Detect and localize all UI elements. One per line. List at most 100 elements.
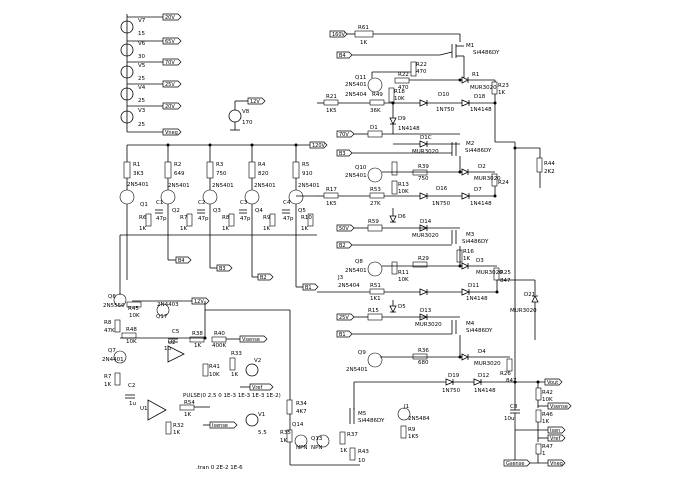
svg-text:R8: R8 — [104, 320, 112, 326]
svg-text:B3: B3 — [219, 266, 226, 272]
svg-text:Q6: Q6 — [108, 294, 116, 300]
svg-text:D3: D3 — [476, 258, 484, 264]
svg-text:R7: R7 — [180, 215, 188, 221]
svg-text:C1: C1 — [156, 200, 163, 206]
svg-text:V8: V8 — [242, 109, 250, 115]
svg-text:Q17: Q17 — [156, 314, 168, 320]
svg-text:1u: 1u — [129, 401, 136, 407]
svg-text:R59: R59 — [368, 219, 379, 225]
svg-text:Q10: Q10 — [355, 165, 367, 171]
svg-text:47p: 47p — [156, 216, 167, 222]
source-v6: V6 30 65V — [120, 37, 182, 60]
source-v5: V5 25 70V — [120, 58, 182, 82]
svg-text:V7: V7 — [138, 18, 146, 24]
svg-text:M3: M3 — [466, 232, 475, 238]
svg-text:120V: 120V — [312, 143, 326, 149]
svg-text:R25: R25 — [500, 270, 511, 276]
resistor-r8: R8 1K — [222, 213, 235, 232]
svg-text:MUR3020: MUR3020 — [470, 85, 497, 91]
svg-text:R17: R17 — [326, 187, 337, 193]
svg-text:1K: 1K — [231, 372, 238, 378]
lower-mid-section: 50V R59 D14 MUR3020 D6 M3 Si4486DY B2 R1… — [317, 208, 539, 340]
svg-text:2N5401: 2N5401 — [346, 367, 368, 373]
svg-text:649: 649 — [174, 171, 185, 177]
resistor-r9: R9 1K — [263, 213, 276, 232]
svg-text:Q4: Q4 — [255, 208, 263, 214]
transistor-q7: Q7 2N4401 — [102, 348, 127, 364]
svg-text:2N5401: 2N5401 — [345, 173, 367, 179]
svg-text:D2: D2 — [478, 164, 486, 170]
svg-text:MUR3020: MUR3020 — [474, 176, 501, 182]
svg-text:25: 25 — [138, 98, 145, 104]
svg-text:Q9: Q9 — [358, 350, 366, 356]
svg-text:1K: 1K — [184, 412, 191, 418]
svg-text:10: 10 — [358, 458, 365, 464]
svg-text:2K2: 2K2 — [544, 169, 555, 175]
svg-text:Vsense: Vsense — [550, 404, 568, 410]
svg-text:1K: 1K — [301, 226, 308, 232]
svg-text:B2: B2 — [339, 243, 346, 249]
svg-text:47p: 47p — [283, 216, 294, 222]
svg-text:25: 25 — [138, 76, 145, 82]
transistor-q14: Q14 NPN — [292, 422, 308, 451]
svg-text:Si4486DY: Si4486DY — [466, 328, 493, 334]
svg-text:1K: 1K — [498, 90, 505, 96]
svg-text:Gsense: Gsense — [506, 461, 524, 467]
svg-text:V2: V2 — [254, 358, 261, 364]
svg-text:U2: U2 — [168, 340, 176, 346]
svg-text:D13: D13 — [420, 308, 432, 314]
svg-text:R45: R45 — [128, 306, 139, 312]
resistor-r10: R10 1K — [301, 213, 314, 232]
mosfet-m1: M1 Si4486DY — [451, 43, 500, 58]
svg-text:R10: R10 — [301, 215, 312, 221]
svg-text:170: 170 — [242, 120, 253, 126]
svg-text:1K1: 1K1 — [370, 296, 381, 302]
svg-text:R49: R49 — [372, 92, 383, 98]
svg-text:M5: M5 — [358, 411, 367, 417]
transistor-q11: Q11 2N5401 — [345, 75, 383, 93]
svg-text:680: 680 — [418, 360, 429, 366]
svg-text:Q11: Q11 — [355, 75, 366, 81]
svg-text:R11: R11 — [398, 270, 409, 276]
svg-text:3K3: 3K3 — [133, 171, 144, 177]
svg-text:Isense: Isense — [212, 423, 228, 429]
svg-text:1N4148: 1N4148 — [470, 107, 492, 113]
svg-text:1K: 1K — [542, 419, 549, 425]
svg-text:Vref: Vref — [550, 436, 560, 442]
svg-text:2N5401: 2N5401 — [345, 268, 367, 274]
opamp-u1: U1 — [140, 399, 167, 421]
svg-text:5.5: 5.5 — [258, 430, 267, 436]
svg-text:10K: 10K — [394, 96, 405, 102]
svg-text:J3: J3 — [337, 275, 344, 281]
svg-text:10K: 10K — [398, 277, 409, 283]
svg-text:2N4401: 2N4401 — [102, 357, 124, 363]
svg-text:12V: 12V — [194, 299, 204, 305]
svg-text:2N5404: 2N5404 — [338, 283, 360, 289]
svg-text:D14: D14 — [420, 219, 432, 225]
svg-text:1K: 1K — [263, 226, 270, 232]
svg-text:PULSE(0 2.5 0 1E-3 1E-3 1E-3 1: PULSE(0 2.5 0 1E-3 1E-3 1E-3 1E-2) — [183, 393, 281, 399]
svg-text:1N4148: 1N4148 — [398, 126, 420, 132]
svg-text:R21: R21 — [326, 94, 337, 100]
svg-text:30: 30 — [138, 54, 145, 60]
svg-text:847: 847 — [500, 278, 511, 284]
mosfet-m3: M3 Si4486DY — [451, 230, 489, 245]
svg-text:Vneg: Vneg — [550, 461, 563, 467]
svg-text:J1: J1 — [403, 404, 409, 410]
svg-text:750: 750 — [216, 171, 227, 177]
svg-text:D11: D11 — [468, 283, 479, 289]
svg-text:47p: 47p — [198, 216, 209, 222]
svg-text:R39: R39 — [418, 164, 429, 170]
svg-text:400K: 400K — [212, 343, 226, 349]
svg-text:R9: R9 — [263, 215, 271, 221]
svg-text:M1: M1 — [466, 43, 474, 49]
svg-text:1K5: 1K5 — [326, 108, 337, 114]
svg-text:C2: C2 — [128, 383, 135, 389]
svg-text:D19: D19 — [448, 373, 460, 379]
capacitor-c5: C5 1u — [164, 329, 180, 352]
svg-text:2N5550: 2N5550 — [103, 303, 125, 309]
svg-text:V5: V5 — [138, 63, 146, 69]
svg-text:20V: 20V — [165, 104, 175, 110]
resistor-r7: R7 1K — [180, 213, 193, 232]
svg-text:R26: R26 — [500, 371, 511, 377]
